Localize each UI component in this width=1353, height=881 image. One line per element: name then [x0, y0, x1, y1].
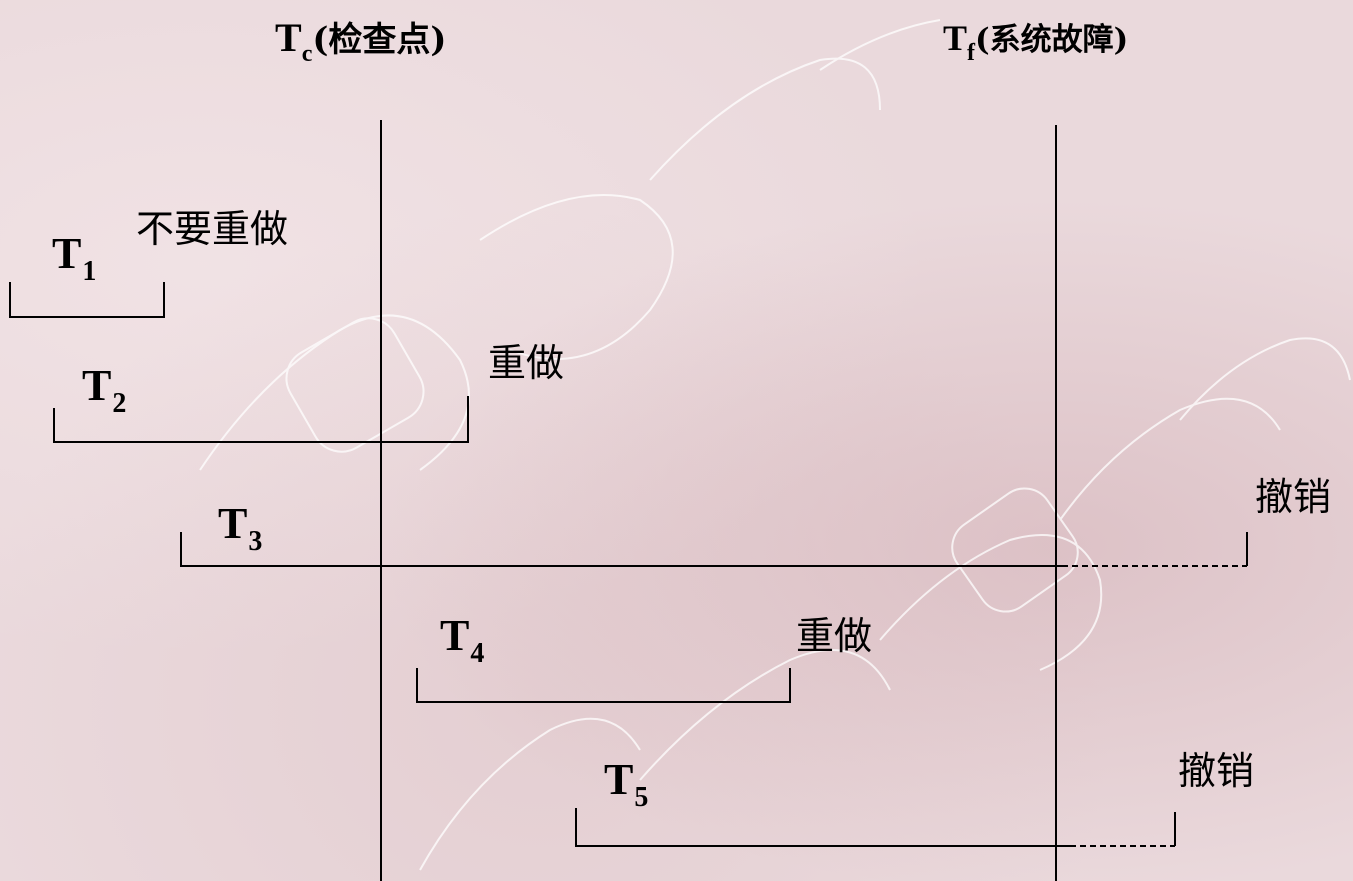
t3-span-solid — [180, 532, 1062, 567]
checkpoint-letter: T — [275, 15, 302, 60]
watermark-stroke — [639, 649, 891, 781]
timeline-lines — [9, 120, 1248, 881]
t1-span — [9, 282, 165, 318]
watermark-stroke — [1059, 397, 1281, 521]
t2-label: T2 — [82, 361, 127, 419]
t4-action-label: 重做 — [796, 614, 873, 658]
watermark-stroke — [199, 314, 470, 471]
failure-letter: T — [943, 18, 968, 58]
t2-span — [53, 396, 469, 443]
t1-label: T1 — [52, 229, 97, 287]
t1-action-label: 不要重做 — [136, 207, 289, 251]
t5-span-solid — [575, 808, 1070, 847]
t4-label: T4 — [440, 611, 485, 669]
watermark-stroke — [951, 487, 1079, 613]
watermark-stroke — [419, 717, 641, 871]
t5-action-label: 撤销 — [1178, 749, 1255, 793]
checkpoint-header: Tc(检查点) — [275, 15, 447, 67]
checkpoint-text: (检查点) — [312, 20, 447, 60]
failure-text: (系统故障) — [975, 22, 1129, 58]
t3-label: T3 — [218, 499, 263, 557]
t2-action-label: 重做 — [488, 341, 565, 385]
watermark-stroke — [479, 194, 674, 360]
failure-sub: f — [967, 40, 976, 66]
failure-header: Tf(系统故障) — [943, 18, 1129, 65]
watermark-stroke — [879, 534, 1103, 671]
watermark-stroke — [819, 19, 941, 71]
watermark-stroke — [1179, 337, 1351, 421]
watermark — [199, 19, 1351, 871]
t5-label: T5 — [604, 755, 649, 813]
watermark-stroke — [285, 317, 425, 453]
checkpoint-sub: c — [301, 41, 313, 67]
watermark-stroke — [649, 57, 881, 181]
t3-action-label: 撤销 — [1255, 475, 1332, 519]
t4-span — [416, 668, 791, 703]
